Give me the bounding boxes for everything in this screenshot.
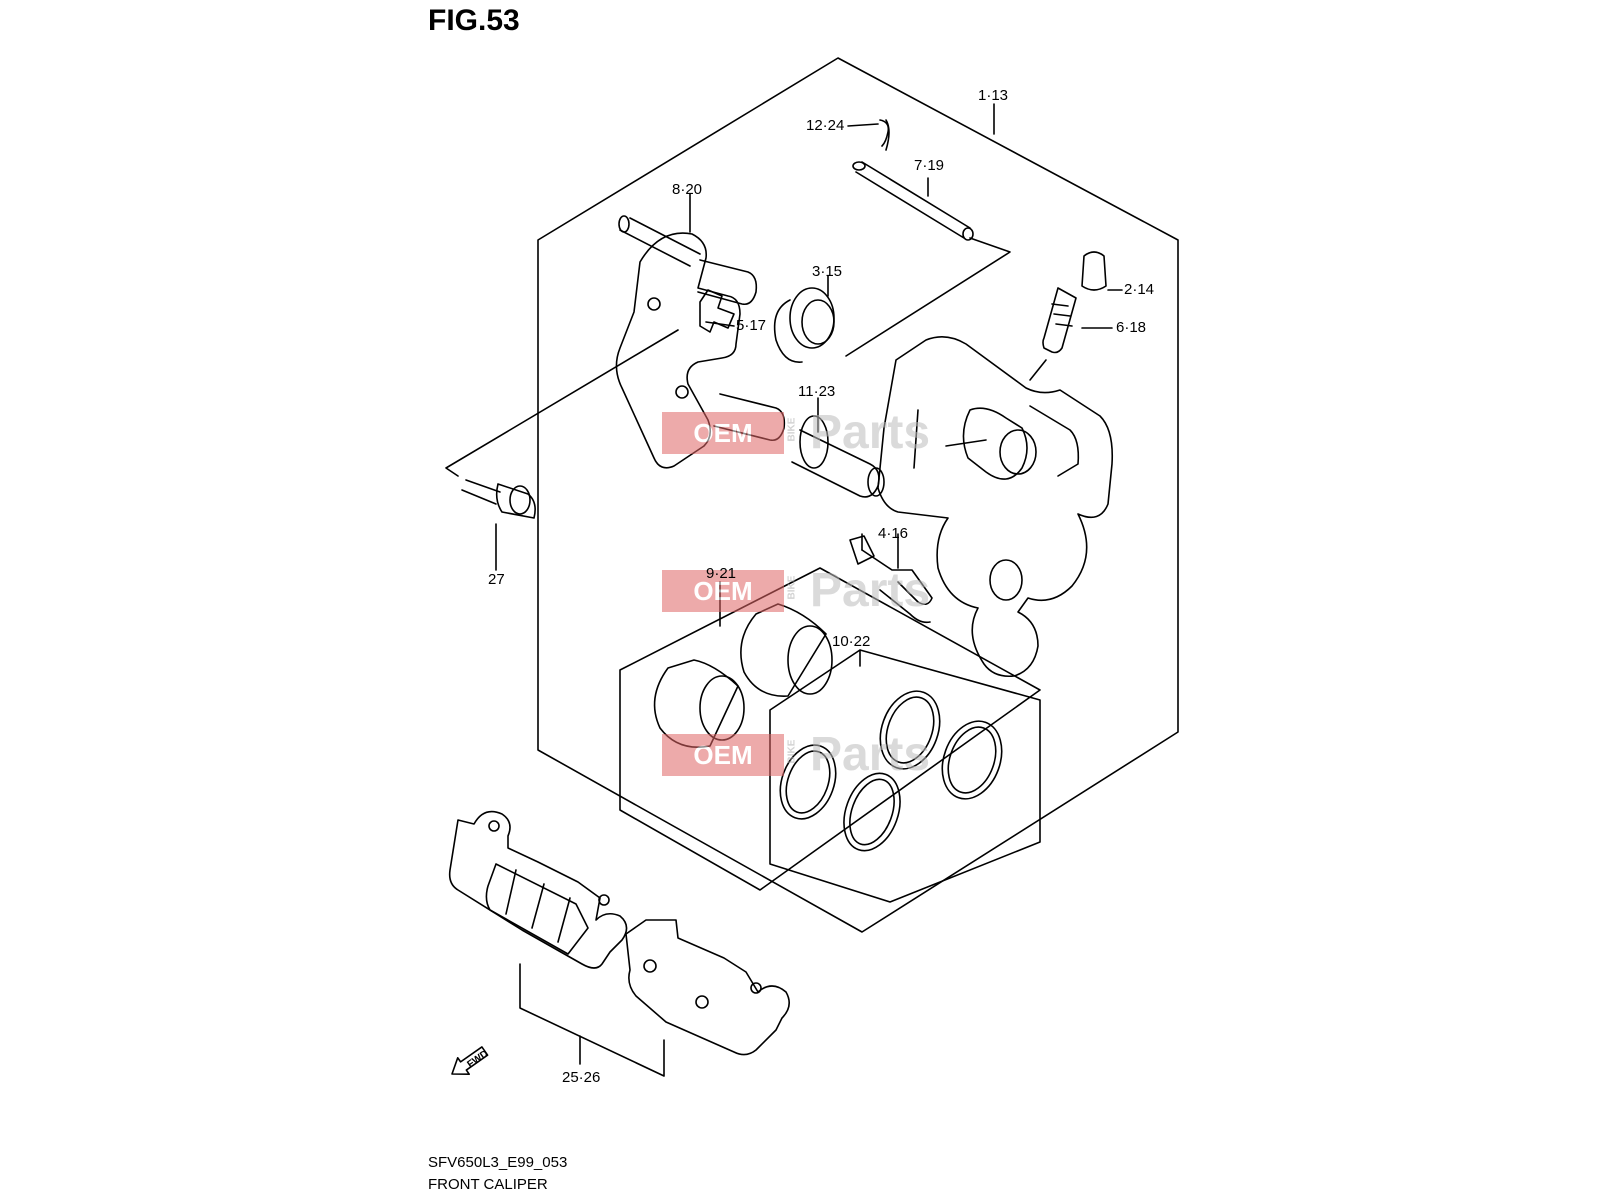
callout-10-22: 10·22 xyxy=(832,633,871,650)
boot-part-3-15 xyxy=(773,287,835,363)
callout-11-23: 11·23 xyxy=(798,383,836,400)
seal-part-10-22 xyxy=(779,690,1003,852)
bolt-part-27 xyxy=(461,479,536,519)
cap-part-2-14 xyxy=(1081,251,1107,291)
piston-kit-outline xyxy=(619,567,1041,891)
spring-part-5-17 xyxy=(699,289,735,333)
diagram-name: FRONT CALIPER xyxy=(428,1176,548,1193)
watermark-bottom: OEM BIKE Parts xyxy=(662,728,942,781)
watermark-top: OEM BIKE Parts xyxy=(662,406,942,459)
seal-kit-outline xyxy=(769,649,1041,903)
callout-5-17: 5·17 xyxy=(736,317,767,334)
callout-6-18: 6·18 xyxy=(1116,319,1147,336)
callout-8-20: 8·20 xyxy=(672,181,703,198)
callout-27: 27 xyxy=(488,571,505,588)
callout-3-15: 3·15 xyxy=(812,263,843,280)
caliper-body-part xyxy=(877,336,1114,678)
callout-9-21: 9·21 xyxy=(706,565,737,582)
pin-part-7-19 xyxy=(852,161,974,241)
brake-pad-part-25-26a xyxy=(448,810,628,969)
callout-2-14: 2·14 xyxy=(1124,281,1155,298)
piston-part-9-21 xyxy=(653,603,833,748)
pad-spring-part-4-16 xyxy=(849,535,933,624)
watermark-middle: OEM BIKE Parts xyxy=(662,564,942,617)
callout-4-16: 4·16 xyxy=(878,525,909,542)
bleeder-part-6-18 xyxy=(1042,287,1077,354)
brake-pad-part-25-26b xyxy=(625,919,790,1056)
callout-1-13: 1·13 xyxy=(978,87,1009,104)
bracket-part-8-20 xyxy=(615,215,786,469)
sleeve-part-11-23 xyxy=(791,415,885,498)
fwd-arrow-icon xyxy=(451,1046,489,1075)
caliper-assembly-outline xyxy=(537,57,1179,933)
callout-12-24: 12·24 xyxy=(806,117,845,134)
diagram-code: SFV650L3_E99_053 xyxy=(428,1154,568,1171)
clip-part-12-24 xyxy=(879,119,890,151)
fwd-label: FWD xyxy=(465,1048,490,1070)
figure-title: FIG.53 xyxy=(428,4,520,37)
callout-25-26: 25·26 xyxy=(562,1069,601,1086)
callout-7-19: 7·19 xyxy=(914,157,945,174)
